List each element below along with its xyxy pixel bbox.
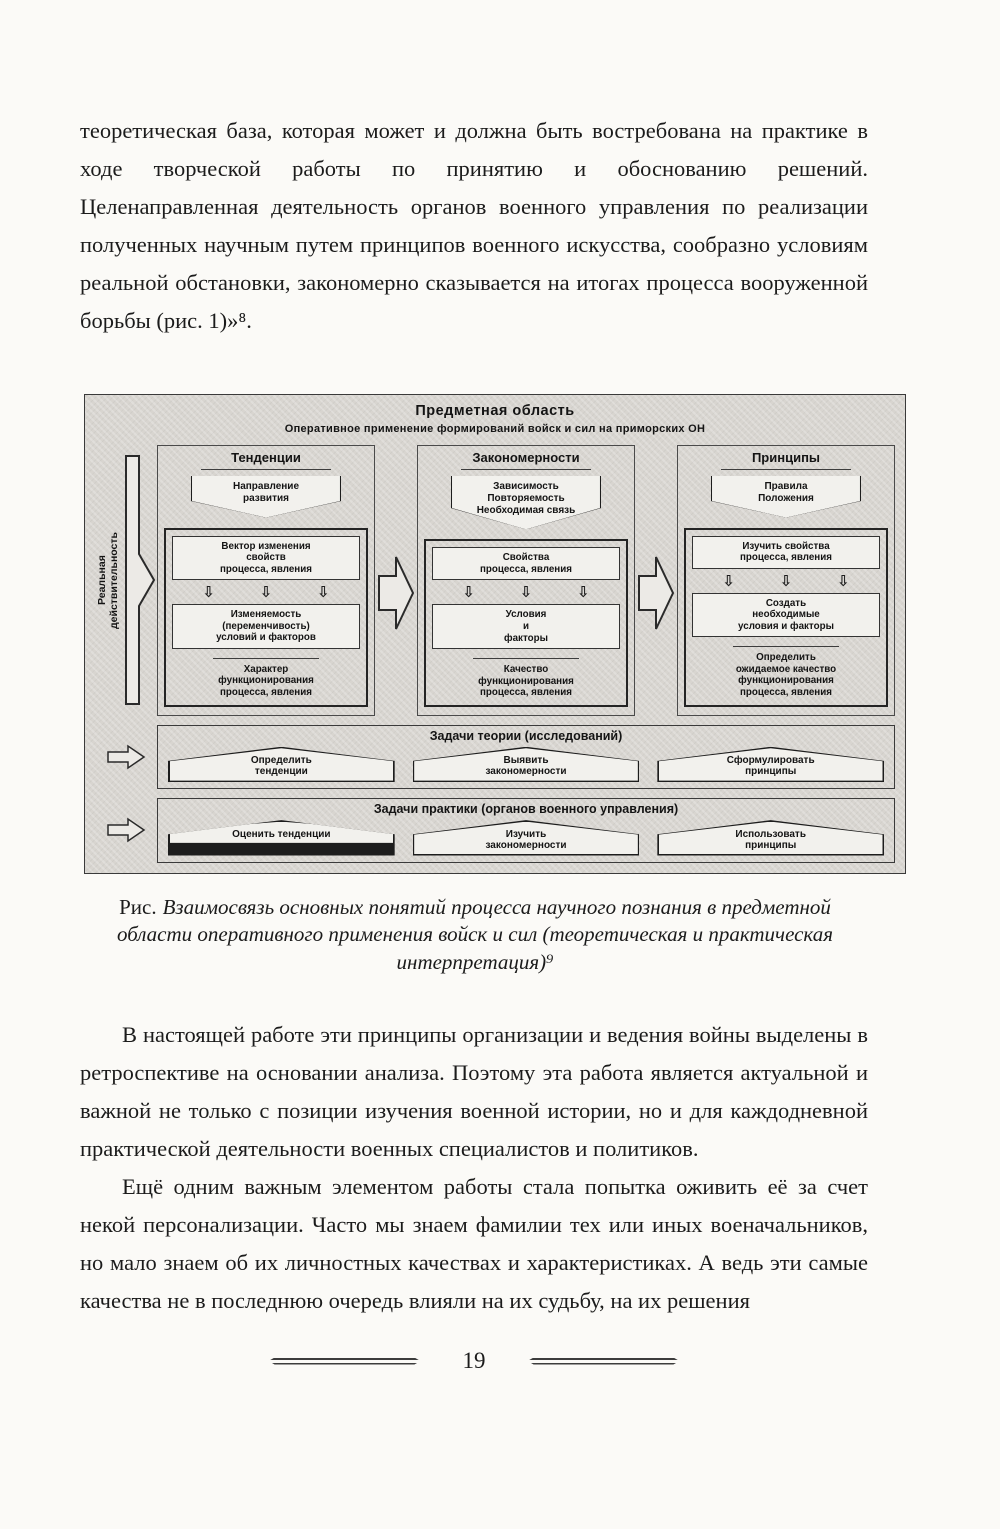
task-label: Изучить закономерности bbox=[414, 821, 638, 855]
band-arrow-right-icon bbox=[95, 744, 157, 770]
column-tendencies: Тенденции Направление развития Вектор из… bbox=[157, 445, 375, 716]
group-box: Изучить свойства процесса, явления bbox=[692, 535, 880, 569]
task-banner: Использовать принципы bbox=[657, 820, 885, 856]
footer-ornament-left bbox=[268, 1357, 421, 1365]
down-arrow-icon: ⇩ bbox=[317, 583, 330, 602]
paragraph-1: теоретическая база, которая может и долж… bbox=[80, 118, 868, 333]
figure-title: Предметная область bbox=[415, 403, 575, 419]
down-arrow-icon: ⇩ bbox=[722, 571, 735, 590]
theory-band-header: Задачи теории (исследований) bbox=[429, 728, 623, 743]
practice-band-items: Оценить тенденции Изучить закономерности… bbox=[168, 820, 885, 856]
down-arrow-icon: ⇩ bbox=[577, 583, 590, 602]
group-box: Изменяемость (переменчивость) условий и … bbox=[172, 604, 360, 649]
flow-arrow-right-icon bbox=[375, 553, 417, 633]
down-arrows-icon: ⇩ ⇩ ⇩ bbox=[440, 583, 612, 601]
task-label: Сформулировать принципы bbox=[658, 748, 883, 781]
column-principles: Принципы Правила Положения Изучить свойс… bbox=[677, 445, 895, 716]
column-header: Принципы bbox=[684, 450, 888, 470]
theory-band-items: Определить тенденции Выявить закономерно… bbox=[168, 746, 885, 783]
theory-band-row: Задачи теории (исследований) Определить … bbox=[95, 724, 895, 790]
theory-band: Задачи теории (исследований) Определить … bbox=[157, 724, 895, 790]
task-label: Выявить закономерности bbox=[414, 748, 638, 781]
task-banner: Определить тенденции bbox=[168, 746, 395, 783]
band-arrow-right-icon bbox=[95, 817, 157, 843]
group-text: Определить ожидаемое качество функционир… bbox=[692, 646, 880, 698]
top-box: Правила Положения bbox=[710, 476, 862, 518]
top-box-label: Направление развития bbox=[192, 476, 340, 518]
task-label: Определить тенденции bbox=[169, 748, 394, 781]
down-arrow-icon: ⇩ bbox=[519, 583, 533, 602]
footer-ornament-right bbox=[527, 1357, 680, 1365]
group-box: Создать необходимые условия и факторы bbox=[692, 592, 880, 638]
paragraph-2: В настоящей работе эти принципы организа… bbox=[80, 1022, 868, 1162]
figure-subtitle: Оперативное применение формирований войс… bbox=[284, 423, 706, 435]
down-arrow-icon: ⇩ bbox=[202, 583, 215, 602]
group-box: Свойства процесса, явления bbox=[432, 547, 620, 581]
top-box-label: Зависимость Повторяемость Необходимая св… bbox=[452, 476, 600, 530]
book-page: теоретическая база, которая может и долж… bbox=[80, 118, 906, 1374]
figure-caption: Рис.Взаимосвязь основных понятий процесс… bbox=[80, 894, 870, 977]
down-arrow-icon: ⇩ bbox=[837, 571, 850, 590]
column-group: Свойства процесса, явления ⇩ ⇩ ⇩ Условия… bbox=[424, 539, 628, 707]
figure-main: Реальная действительность Тенденции Напр… bbox=[95, 445, 895, 716]
column-group: Вектор изменения свойств процесса, явлен… bbox=[164, 527, 368, 707]
columns-area: Тенденции Направление развития Вектор из… bbox=[157, 445, 895, 716]
group-box: Условия и факторы bbox=[432, 604, 620, 650]
page-number: 19 bbox=[462, 1348, 486, 1374]
task-banner: Сформулировать принципы bbox=[657, 746, 885, 783]
reality-strip: Реальная действительность bbox=[95, 445, 157, 716]
top-box-label: Правила Положения bbox=[712, 476, 860, 518]
reality-flow-arrow-icon bbox=[124, 445, 156, 716]
top-box: Направление развития bbox=[190, 476, 342, 518]
task-banner: Выявить закономерности bbox=[412, 746, 640, 783]
column-header: Тенденции bbox=[164, 450, 368, 470]
task-label: Использовать принципы bbox=[658, 821, 883, 855]
column-header: Закономерности bbox=[424, 450, 628, 470]
paragraph-3: Ещё одним важным элементом работы стала … bbox=[80, 1174, 868, 1314]
practice-band-row: Задачи практики (органов военного управл… bbox=[95, 798, 895, 863]
caption-text: Взаимосвязь основных понятий процесса на… bbox=[117, 894, 833, 974]
group-box: Вектор изменения свойств процесса, явлен… bbox=[172, 535, 360, 581]
practice-band: Задачи практики (органов военного управл… bbox=[157, 798, 895, 863]
task-banner: Оценить тенденции bbox=[168, 820, 395, 856]
down-arrows-icon: ⇩ ⇩ ⇩ bbox=[700, 572, 872, 590]
column-group: Изучить свойства процесса, явления ⇩ ⇩ ⇩… bbox=[684, 527, 888, 707]
group-text: Характер функционирования процесса, явле… bbox=[172, 657, 360, 699]
down-arrow-icon: ⇩ bbox=[462, 583, 475, 602]
page-footer: 19 bbox=[80, 1348, 868, 1374]
figure-diagram: Предметная область Оперативное применени… bbox=[84, 394, 906, 874]
down-arrow-icon: ⇩ bbox=[779, 571, 793, 590]
top-box: Зависимость Повторяемость Необходимая св… bbox=[450, 476, 602, 530]
group-text: Качество функционирования процесса, явле… bbox=[432, 658, 620, 699]
flow-arrow-right-icon bbox=[635, 553, 677, 633]
caption-label: Рис. bbox=[119, 894, 157, 919]
down-arrows-icon: ⇩ ⇩ ⇩ bbox=[180, 583, 352, 601]
reality-label: Реальная действительность bbox=[96, 531, 121, 629]
task-banner: Изучить закономерности bbox=[412, 820, 640, 856]
practice-band-header: Задачи практики (органов военного управл… bbox=[373, 802, 679, 817]
task-label: Оценить тенденции bbox=[169, 821, 394, 843]
down-arrow-icon: ⇩ bbox=[259, 583, 273, 602]
column-regularities: Закономерности Зависимость Повторяемость… bbox=[417, 445, 635, 716]
